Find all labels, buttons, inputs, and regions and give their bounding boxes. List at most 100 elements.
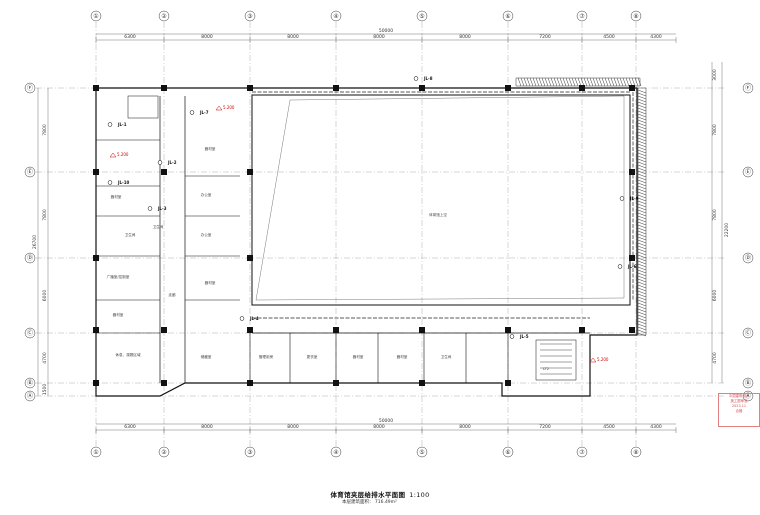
hatch-mark xyxy=(631,77,636,87)
hatch-mark xyxy=(637,203,647,208)
edge-hatching xyxy=(515,77,647,337)
axis-bubble xyxy=(158,10,170,22)
column xyxy=(161,169,167,175)
hatch-mark xyxy=(637,218,647,223)
hatch-mark xyxy=(616,77,621,87)
hatch-mark xyxy=(637,173,647,178)
column xyxy=(629,255,635,261)
level-symbol xyxy=(215,105,223,111)
hatch-mark xyxy=(637,206,647,211)
hatch-mark xyxy=(637,128,647,133)
axis-bubble xyxy=(742,252,754,264)
column xyxy=(247,327,253,333)
axis-bubble xyxy=(502,10,514,22)
hatch-mark xyxy=(520,77,525,87)
hatch-mark xyxy=(637,104,647,109)
hatch-mark xyxy=(637,275,647,280)
hatch-mark xyxy=(637,266,647,271)
axis-bubble xyxy=(742,166,754,178)
hatch-mark xyxy=(637,131,647,136)
hatch-strip-east xyxy=(637,87,647,336)
hatch-mark xyxy=(637,296,647,301)
hall-diagonal xyxy=(255,95,625,301)
dim-label: 8000 xyxy=(287,424,299,430)
hatch-mark xyxy=(637,200,647,205)
hatch-mark xyxy=(613,77,618,87)
riser-symbol xyxy=(157,160,163,165)
room-label: 卫生间 xyxy=(125,232,136,237)
hatch-mark xyxy=(637,227,647,232)
hatch-mark xyxy=(637,194,647,199)
hatch-mark xyxy=(544,77,549,87)
hatch-mark xyxy=(637,320,647,325)
column xyxy=(333,85,339,91)
hatch-mark xyxy=(637,140,647,145)
hatch-mark xyxy=(637,107,647,112)
hatch-mark xyxy=(568,77,573,87)
outer-wall xyxy=(95,87,638,397)
riser-tag: JL-3 xyxy=(157,206,167,211)
dim-label: 8000 xyxy=(459,34,471,40)
hatch-mark xyxy=(601,77,606,87)
riser-tag: JL-6 xyxy=(627,264,637,269)
axis-label-col: ⑥ xyxy=(505,449,510,456)
dim-overall: 50000 xyxy=(379,28,393,34)
hatch-mark xyxy=(622,77,627,87)
hatch-mark xyxy=(556,77,561,87)
column xyxy=(247,85,253,91)
hatch-mark xyxy=(532,77,537,87)
dim-label: 8000 xyxy=(201,34,213,40)
hatch-mark xyxy=(637,293,647,298)
hatch-mark xyxy=(637,263,647,268)
hatch-mark xyxy=(637,290,647,295)
axis-label-col: ① xyxy=(93,449,98,456)
dim-label: 7800 xyxy=(712,209,718,221)
axis-bubble xyxy=(416,10,428,22)
column xyxy=(161,85,167,91)
dim-label: 8000 xyxy=(287,34,299,40)
hatch-mark xyxy=(592,77,597,87)
column xyxy=(247,255,253,261)
axis-bubble xyxy=(24,166,36,178)
column xyxy=(419,85,425,91)
axis-bubble xyxy=(630,446,642,458)
axis-label-col: ① xyxy=(93,13,98,20)
axis-label-col: ② xyxy=(161,449,167,456)
axis-bubble xyxy=(158,446,170,458)
hatch-mark xyxy=(637,248,647,253)
level-symbol xyxy=(109,152,117,158)
hatch-mark xyxy=(637,236,647,241)
stamp-line: 中国建筑设计 xyxy=(728,394,750,398)
room-label: 储藏室 xyxy=(201,354,212,359)
dim-label: 6000 xyxy=(42,290,48,302)
stamp-line: 施工图审查 xyxy=(730,399,748,403)
hatch-mark xyxy=(637,281,647,286)
axis-label-row: Ⓒ xyxy=(745,329,751,337)
south-room-partitions xyxy=(249,333,509,383)
hatch-mark xyxy=(637,221,647,226)
hatch-mark xyxy=(565,77,570,87)
hatch-mark xyxy=(637,119,647,124)
hatch-mark xyxy=(634,77,639,87)
column xyxy=(93,380,99,386)
riser-tag: JL-9 xyxy=(629,196,639,201)
dim-label: 1500 xyxy=(42,384,48,396)
axis-bubble xyxy=(24,327,36,339)
axis-bubble xyxy=(244,10,256,22)
hatch-mark xyxy=(589,77,594,87)
hatch-mark xyxy=(628,77,633,87)
column xyxy=(579,85,585,91)
room-label: 器材室 xyxy=(397,354,408,359)
hatch-mark xyxy=(562,77,567,87)
dim-label: 4300 xyxy=(650,34,662,40)
hatch-mark xyxy=(637,257,647,262)
riser-symbol xyxy=(617,264,623,269)
hatch-mark xyxy=(637,197,647,202)
axis-bubble xyxy=(244,446,256,458)
drawing-scale: 1:100 xyxy=(409,491,430,499)
dim-label: 4700 xyxy=(712,352,718,364)
hatch-mark xyxy=(637,212,647,217)
hatch-mark xyxy=(637,182,647,187)
level-symbol xyxy=(589,357,597,363)
